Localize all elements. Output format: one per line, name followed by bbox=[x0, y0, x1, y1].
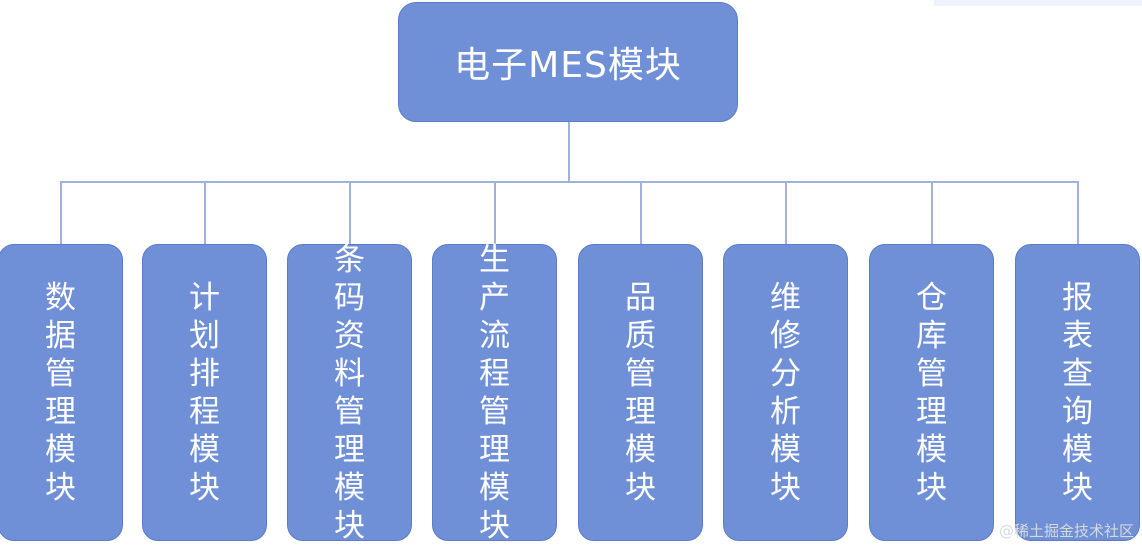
module-warehouse-management: 仓库管理模块 bbox=[869, 244, 994, 541]
root-node: 电子MES模块 bbox=[398, 2, 738, 122]
branch-connector-6 bbox=[785, 181, 787, 244]
module-label: 条码资料管理模块 bbox=[334, 241, 365, 544]
module-barcode-data-management: 条码资料管理模块 bbox=[287, 242, 412, 544]
root-trunk-connector bbox=[568, 122, 570, 182]
module-data-management: 数据管理模块 bbox=[0, 244, 123, 541]
branch-connector-7 bbox=[931, 181, 933, 244]
module-plan-scheduling: 计划排程模块 bbox=[142, 244, 267, 541]
branch-connector-1 bbox=[60, 181, 62, 244]
module-label: 品质管理模块 bbox=[625, 279, 656, 506]
module-label: 生产流程管理模块 bbox=[479, 241, 510, 544]
module-report-query: 报表查询模块 bbox=[1015, 244, 1140, 541]
module-production-flow-management: 生产流程管理模块 bbox=[432, 242, 557, 544]
module-maintenance-analysis: 维修分析模块 bbox=[723, 244, 848, 541]
branch-connector-5 bbox=[640, 181, 642, 244]
module-label: 报表查询模块 bbox=[1062, 279, 1093, 506]
module-quality-management: 品质管理模块 bbox=[578, 244, 703, 541]
branch-connector-2 bbox=[204, 181, 206, 244]
watermark-text: @稀土掘金技术社区 bbox=[998, 522, 1134, 540]
branch-connector-3 bbox=[349, 181, 351, 244]
branch-connector-8 bbox=[1077, 181, 1079, 244]
horizontal-bus-connector bbox=[60, 181, 1078, 183]
root-node-label: 电子MES模块 bbox=[454, 45, 682, 86]
branch-connector-4 bbox=[494, 181, 496, 244]
module-label: 维修分析模块 bbox=[770, 279, 801, 506]
module-label: 仓库管理模块 bbox=[916, 279, 947, 506]
module-label: 数据管理模块 bbox=[45, 279, 76, 506]
module-label: 计划排程模块 bbox=[189, 279, 220, 506]
top-right-light-strip bbox=[934, 0, 1142, 6]
